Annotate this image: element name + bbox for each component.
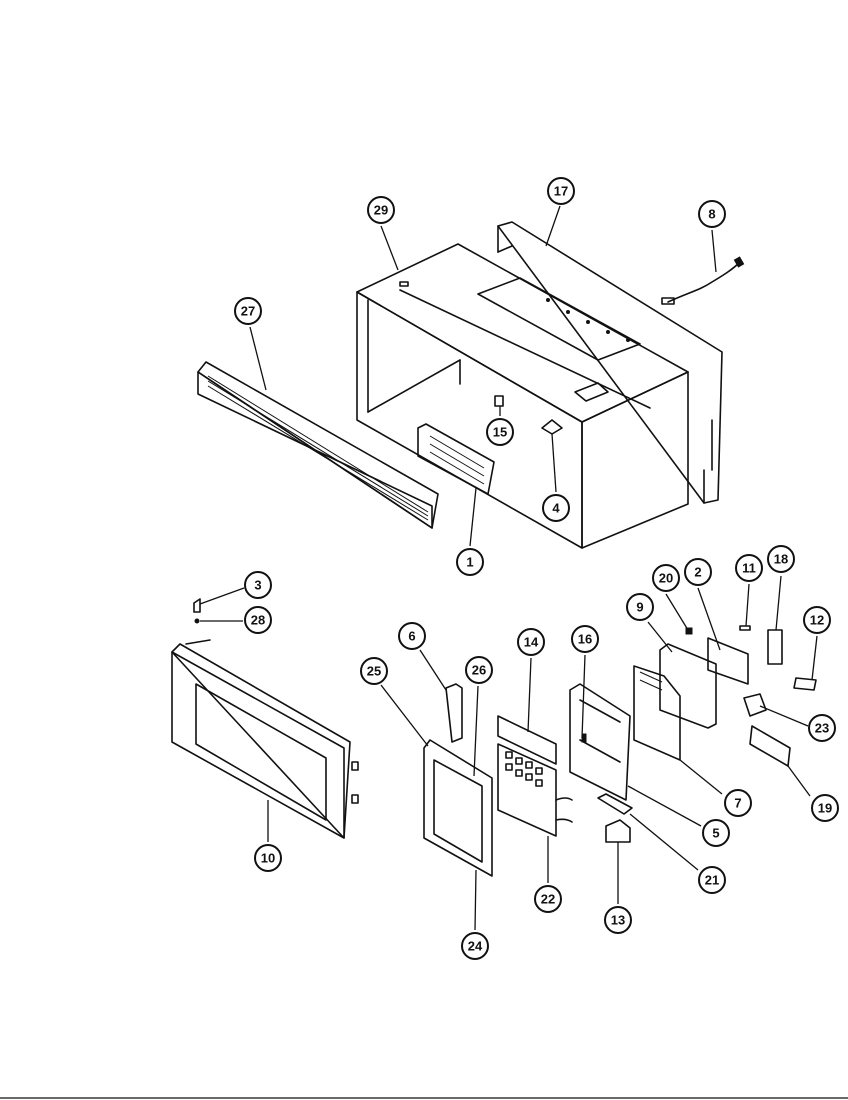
callout-12: 12 <box>803 606 831 634</box>
callout-15: 15 <box>486 418 514 446</box>
callout-17-label: 17 <box>554 184 568 199</box>
part-28 <box>194 618 200 624</box>
callout-4-label: 4 <box>552 501 560 516</box>
callout-21-label: 21 <box>705 873 719 888</box>
mounting-bracket <box>659 637 749 729</box>
callout-17: 17 <box>547 177 575 205</box>
part-3 <box>193 598 201 613</box>
part-13 <box>605 819 631 843</box>
callout-26: 26 <box>465 656 493 684</box>
callout-26-label: 26 <box>472 663 486 678</box>
circuit-board <box>633 665 681 761</box>
callout-14: 14 <box>517 628 545 656</box>
callout-18-label: 18 <box>774 552 788 567</box>
callout-1: 1 <box>456 548 484 576</box>
callout-10: 10 <box>254 844 282 872</box>
callout-19: 19 <box>811 794 839 822</box>
leader-lines <box>199 205 818 931</box>
part-23 <box>743 693 767 717</box>
callout-16-label: 16 <box>578 632 592 647</box>
callout-28-label: 28 <box>251 613 265 628</box>
callout-22: 22 <box>534 885 562 913</box>
callout-24-label: 24 <box>468 939 483 954</box>
callout-5-label: 5 <box>712 826 719 841</box>
callout-29: 29 <box>367 196 395 224</box>
callout-20-label: 20 <box>659 571 673 586</box>
door-assembly <box>171 639 359 839</box>
callout-28: 28 <box>244 606 272 634</box>
callout-10-label: 10 <box>261 851 275 866</box>
callout-7: 7 <box>724 789 752 817</box>
callout-24: 24 <box>461 932 489 960</box>
callout-12-label: 12 <box>810 613 824 628</box>
callout-9-label: 9 <box>636 600 643 615</box>
callout-21: 21 <box>698 866 726 894</box>
callout-25-label: 25 <box>367 664 381 679</box>
callout-4: 4 <box>542 494 570 522</box>
back-plate <box>477 221 723 504</box>
door-frame <box>423 739 493 877</box>
callout-16: 16 <box>571 625 599 653</box>
part-21 <box>597 793 633 815</box>
control-board-bracket <box>569 683 631 801</box>
part-15 <box>494 395 504 407</box>
callout-20: 20 <box>652 564 680 592</box>
callout-13: 13 <box>604 906 632 934</box>
part-18 <box>767 629 783 665</box>
vent-cover <box>417 423 495 495</box>
callout-7-label: 7 <box>734 796 741 811</box>
callout-8-label: 8 <box>708 207 715 222</box>
callout-25: 25 <box>360 657 388 685</box>
callout-6: 6 <box>398 622 426 650</box>
callout-11: 11 <box>735 554 763 582</box>
callouts: 29 17 8 27 15 4 1 3 28 6 25 26 14 16 20 … <box>234 177 839 960</box>
callout-6-label: 6 <box>408 629 415 644</box>
part-20 <box>685 627 693 635</box>
callout-9: 9 <box>626 593 654 621</box>
part-4 <box>541 419 563 435</box>
callout-27: 27 <box>234 297 262 325</box>
callout-14-label: 14 <box>524 635 539 650</box>
power-cord <box>661 256 745 305</box>
callout-1-label: 1 <box>466 555 473 570</box>
callout-2-label: 2 <box>694 565 701 580</box>
callout-3-label: 3 <box>254 578 261 593</box>
outer-cabinet <box>356 243 689 549</box>
callout-5: 5 <box>702 819 730 847</box>
callout-8: 8 <box>698 200 726 228</box>
vent-grille <box>197 361 439 529</box>
callout-22-label: 22 <box>541 892 555 907</box>
callout-13-label: 13 <box>611 913 625 928</box>
part-12 <box>793 677 817 691</box>
part-19 <box>749 725 791 767</box>
callout-15-label: 15 <box>493 425 507 440</box>
callout-18: 18 <box>767 545 795 573</box>
callout-23-label: 23 <box>815 721 829 736</box>
callout-27-label: 27 <box>241 304 255 319</box>
hinge-part-6 <box>445 683 463 743</box>
callout-11-label: 11 <box>742 561 756 576</box>
callout-3: 3 <box>244 571 272 599</box>
part-11 <box>739 625 751 631</box>
callout-23: 23 <box>808 714 836 742</box>
control-panel <box>497 715 573 837</box>
callout-2: 2 <box>684 558 712 586</box>
callout-29-label: 29 <box>374 203 388 218</box>
callout-19-label: 19 <box>818 801 832 816</box>
